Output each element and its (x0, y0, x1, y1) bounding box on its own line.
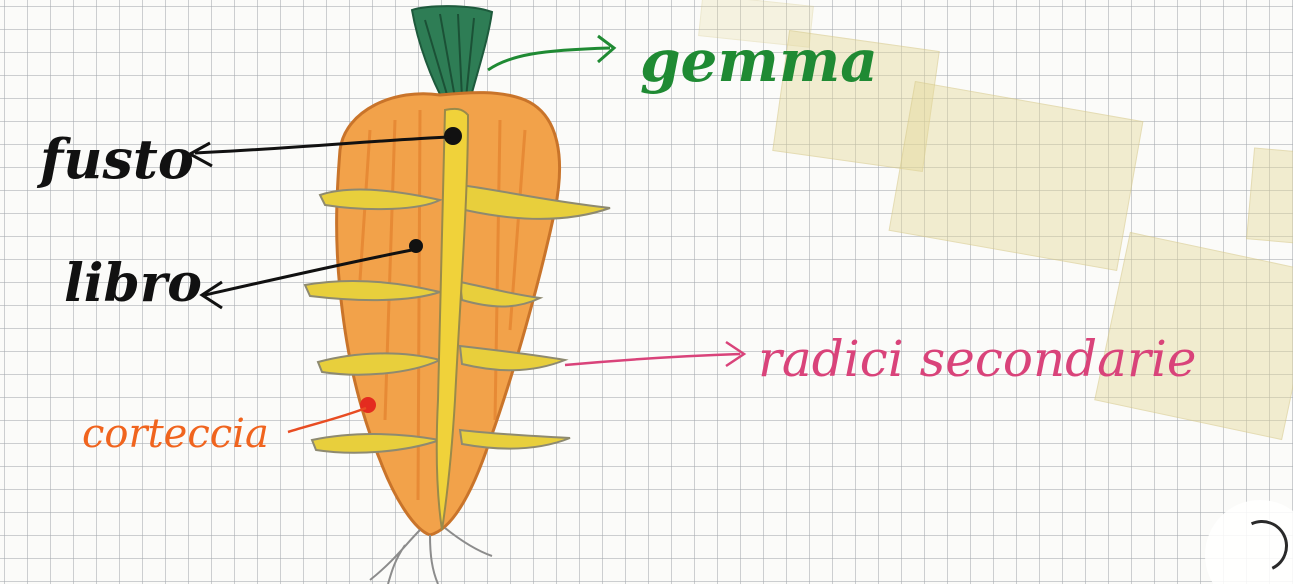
corteccia-leader (288, 408, 366, 432)
label-libro: libro (64, 258, 202, 310)
gemma-leader (488, 48, 610, 70)
label-radici-secondarie: radici secondarie (758, 334, 1196, 384)
label-corteccia: corteccia (82, 414, 269, 454)
carrot-leaves (412, 6, 492, 104)
label-gemma: gemma (640, 32, 878, 90)
radici-leader (565, 354, 740, 365)
label-fusto: fusto (40, 132, 194, 186)
